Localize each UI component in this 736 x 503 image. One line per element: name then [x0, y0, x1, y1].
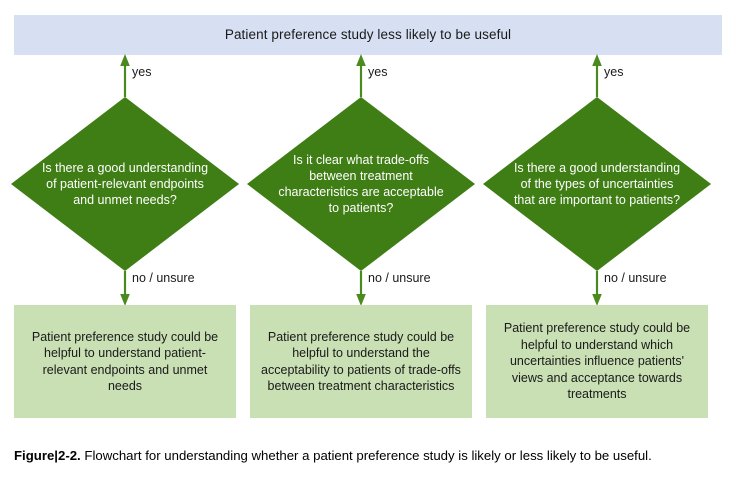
outcome-box-3: Patient preference study could be helpfu… [486, 305, 708, 418]
caption-figure-label: Figure [14, 448, 55, 463]
figure-caption: Figure|2-2. Flowchart for understanding … [14, 446, 726, 466]
decision-diamond-3: Is there a good understanding of the typ… [483, 97, 711, 271]
edge-label-yes-3: yes [604, 65, 624, 79]
caption-separator: | [54, 448, 58, 463]
arrow-up-head [592, 54, 602, 66]
arrow-up-head [356, 54, 366, 66]
caption-body-text: Flowchart for understanding whether a pa… [80, 448, 652, 463]
edge-label-no-unsure-2: no / unsure [368, 271, 431, 285]
edge-label-yes-1: yes [132, 65, 152, 79]
outcome-text-1: Patient preference study could be helpfu… [31, 329, 219, 394]
edge-label-no-unsure-1: no / unsure [132, 271, 195, 285]
decision-diamond-1: Is there a good understanding of patient… [11, 97, 239, 271]
banner-less-likely-useful: Patient preference study less likely to … [14, 15, 722, 55]
outcome-text-3: Patient preference study could be helpfu… [503, 321, 691, 402]
flow-column-3: yes Is there a good understanding of the… [483, 0, 711, 430]
arrow-up-head [120, 54, 130, 66]
outcome-text-2: Patient preference study could be helpfu… [261, 329, 461, 394]
flow-column-1: yes Is there a good understanding of pat… [11, 0, 239, 430]
decision-question-3: Is there a good understanding of the typ… [513, 161, 681, 207]
outcome-box-1: Patient preference study could be helpfu… [14, 305, 236, 418]
edge-label-yes-2: yes [368, 65, 388, 79]
caption-figure-number: 2-2. [58, 448, 81, 463]
banner-label: Patient preference study less likely to … [224, 26, 512, 42]
decision-diamond-2: Is it clear what trade-offs between trea… [247, 97, 475, 271]
decision-question-1: Is there a good understanding of patient… [41, 161, 209, 207]
edge-label-no-unsure-3: no / unsure [604, 271, 667, 285]
flow-column-2: yes Is it clear what trade-offs between … [247, 0, 475, 430]
outcome-box-2: Patient preference study could be helpfu… [250, 305, 472, 418]
decision-question-2: Is it clear what trade-offs between trea… [278, 153, 444, 215]
